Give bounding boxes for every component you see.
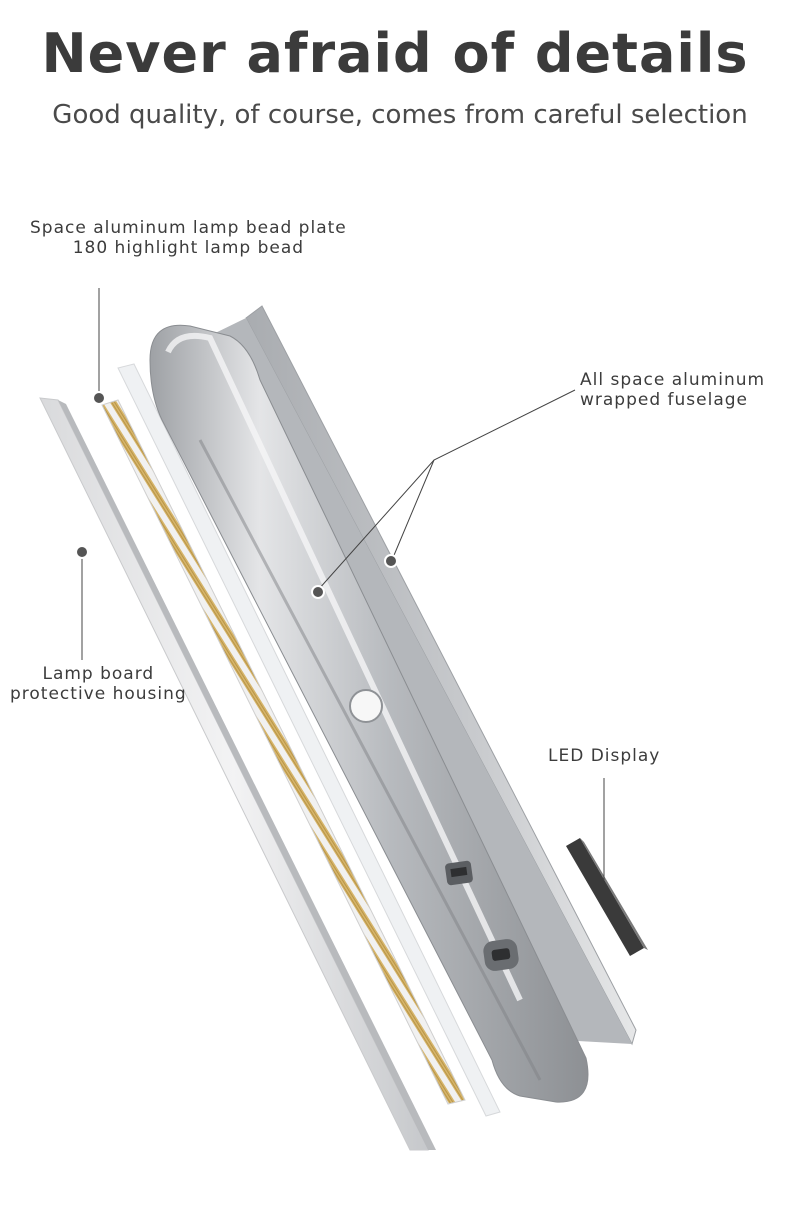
callout-fuselage-line2: wrapped fuselage — [580, 390, 749, 410]
led-display-module — [566, 838, 644, 956]
callout-fuselage-line1: All space aluminum — [580, 370, 766, 390]
page-subtitle: Good quality, of course, comes from care… — [52, 100, 748, 130]
page-title: Never afraid of details — [41, 22, 749, 85]
housing-marker — [75, 545, 89, 559]
callout-led-display-line1: LED Display — [548, 746, 661, 766]
callout-bead-plate-line2: 180 highlight lamp bead — [72, 238, 305, 258]
bead-plate-marker — [92, 391, 106, 405]
callout-led-display: LED Display — [548, 746, 660, 766]
fuselage-marker-2 — [384, 554, 398, 568]
callout-housing: Lamp board protective housing — [10, 664, 187, 704]
callout-housing-line2: protective housing — [10, 684, 187, 704]
lamp-bead-plate — [101, 399, 466, 1105]
diffuser-panel — [117, 363, 501, 1117]
fuselage-marker-1 — [311, 585, 325, 599]
power-button-hole — [349, 689, 383, 723]
callout-bead-plate-line1: Space aluminum lamp bead plate — [30, 218, 347, 238]
callout-fuselage: All space aluminum wrapped fuselage — [580, 370, 765, 410]
callout-bead-plate: Space aluminum lamp bead plate 180 highl… — [30, 218, 347, 258]
callout-housing-line1: Lamp board — [42, 664, 155, 684]
protective-housing-edge — [58, 400, 436, 1150]
